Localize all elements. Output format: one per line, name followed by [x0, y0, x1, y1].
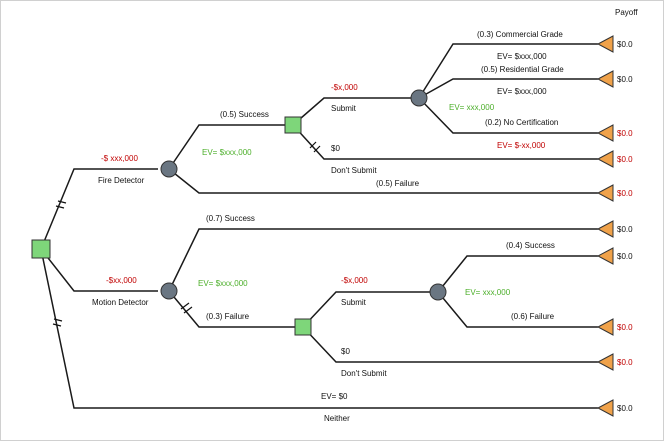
edge-residential: [418, 78, 598, 99]
terminal-node[interactable]: [596, 70, 614, 88]
edge-fire-dont-submit: [292, 124, 598, 160]
edge-fire-success: [168, 124, 289, 170]
fire-submit-ev: EV= xxx,000: [449, 103, 495, 112]
fire-submit-cost: -$x,000: [331, 83, 358, 92]
edge-no-cert: [418, 97, 598, 134]
payoff-value: $0.0: [617, 129, 633, 138]
terminal-node[interactable]: [596, 35, 614, 53]
terminal-node[interactable]: [596, 247, 614, 265]
edge-motion-sub-success: [437, 255, 598, 293]
terminal-node[interactable]: [596, 353, 614, 371]
fire-cert-chance-node[interactable]: [410, 89, 428, 107]
payoff-value: $0.0: [617, 252, 633, 261]
payoff-value: $0.0: [617, 323, 633, 332]
residential-label: (0.5) Residential Grade: [481, 65, 564, 74]
terminal-node[interactable]: [596, 184, 614, 202]
motion-cert-chance-node[interactable]: [429, 283, 447, 301]
payoff-value: $0.0: [617, 189, 633, 198]
fire-submit-label: Submit: [331, 104, 357, 113]
terminal-node[interactable]: [596, 318, 614, 336]
payoff-header: Payoff: [615, 8, 638, 17]
prune-mark-motion-failure: [180, 302, 193, 314]
no-cert-label: (0.2) No Certification: [485, 118, 558, 127]
prune-mark-neither: [52, 318, 63, 327]
fire-detector-cost: -$ xxx,000: [101, 154, 138, 163]
motion-sub-failure-label: (0.6) Failure: [511, 312, 555, 321]
terminal-node[interactable]: [596, 399, 614, 417]
no-cert-ev: EV= $-xx,000: [497, 141, 546, 150]
motion-success-label: (0.7) Success: [206, 214, 255, 223]
residential-ev: EV= $xxx,000: [497, 87, 547, 96]
edge-fire-failure: [168, 168, 598, 194]
prune-mark-fire: [55, 200, 67, 209]
fire-chance-node[interactable]: [160, 160, 178, 178]
fire-dont-submit-label: Don't Submit: [331, 166, 377, 175]
root-decision-node[interactable]: [31, 239, 51, 259]
payoff-value: $0.0: [617, 404, 633, 413]
edge-fire-submit: [292, 97, 413, 126]
edge-motion-detector: [40, 248, 158, 292]
motion-dont-submit-label: Don't Submit: [341, 369, 387, 378]
payoff-value: $0.0: [617, 40, 633, 49]
commercial-label: (0.3) Commercial Grade: [477, 30, 563, 39]
motion-dont-submit-cost: $0: [341, 347, 350, 356]
motion-submit-label: Submit: [341, 298, 367, 307]
fire-dont-submit-cost: $0: [331, 144, 340, 153]
prune-mark-fire-dont-submit: [309, 141, 321, 153]
motion-chance-node[interactable]: [160, 282, 178, 300]
edge-fire-detector: [40, 168, 158, 250]
terminal-node[interactable]: [596, 124, 614, 142]
payoff-value: $0.0: [617, 75, 633, 84]
payoff-value: $0.0: [617, 155, 633, 164]
motion-submit-cost: -$x,000: [341, 276, 368, 285]
edge-motion-success: [168, 228, 598, 292]
edge-motion-sub-failure: [437, 291, 598, 328]
payoff-value: $0.0: [617, 225, 633, 234]
terminal-node[interactable]: [596, 150, 614, 168]
edge-motion-failure: [168, 290, 297, 328]
fire-detector-label: Fire Detector: [98, 176, 145, 185]
neither-label: Neither: [324, 414, 350, 423]
fire-failure-label: (0.5) Failure: [376, 179, 420, 188]
commercial-ev: EV= $xxx,000: [497, 52, 547, 61]
motion-sub-success-label: (0.4) Success: [506, 241, 555, 250]
motion-submit-ev: EV= xxx,000: [465, 288, 511, 297]
payoff-value: $0.0: [617, 358, 633, 367]
terminal-node[interactable]: [596, 220, 614, 238]
edge-neither: [40, 248, 598, 409]
fire-detector-ev: EV= $xxx,000: [202, 148, 252, 157]
edge-commercial: [418, 43, 598, 99]
fire-success-label: (0.5) Success: [220, 110, 269, 119]
fire-submit-decision-node[interactable]: [284, 116, 302, 134]
motion-detector-label: Motion Detector: [92, 298, 149, 307]
motion-detector-ev: EV= $xxx,000: [198, 279, 248, 288]
neither-ev: EV= $0: [321, 392, 348, 401]
motion-failure-label: (0.3) Failure: [206, 312, 250, 321]
motion-detector-cost: -$xx,000: [106, 276, 137, 285]
edge-motion-dont-submit: [302, 326, 598, 363]
motion-submit-decision-node[interactable]: [294, 318, 312, 336]
edge-motion-submit: [302, 291, 433, 328]
